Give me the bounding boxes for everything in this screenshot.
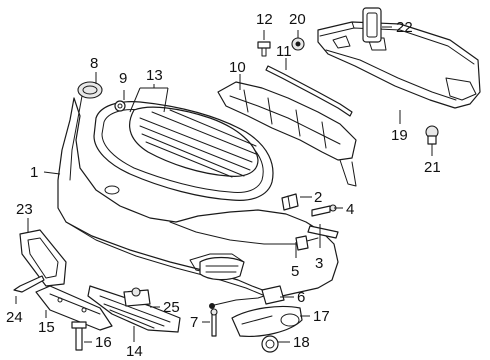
emblem-8 [77, 81, 103, 99]
harness-6 [209, 285, 285, 309]
callout-19: 19 [391, 127, 408, 144]
callout-8: 8 [90, 55, 98, 72]
leader-lines [15, 26, 433, 343]
grommet-18 [261, 335, 279, 353]
bolt-12 [257, 41, 271, 57]
bolt-16 [71, 321, 87, 351]
callout-12: 12 [256, 11, 273, 28]
seal-strip-11 [265, 65, 353, 117]
callout-7: 7 [190, 314, 198, 331]
fog-lamp-bezel-17 [231, 305, 303, 337]
clip-25 [123, 287, 151, 307]
upper-grille-13 [93, 101, 274, 201]
callout-16: 16 [95, 334, 112, 351]
bolt-21 [425, 125, 439, 145]
bolt-7 [210, 308, 218, 337]
callout-11: 11 [276, 43, 292, 60]
strip-3 [307, 225, 339, 239]
license-bracket-23 [19, 229, 67, 287]
callout-25: 25 [163, 299, 180, 316]
callout-3: 3 [315, 255, 323, 272]
energy-absorber-10 [217, 81, 357, 187]
bracket-22 [362, 7, 382, 43]
clip-4 [311, 204, 337, 217]
fastener-2 [281, 193, 299, 211]
callout-6: 6 [297, 289, 305, 306]
callout-23: 23 [16, 201, 33, 218]
clip-5 [295, 235, 309, 251]
lower-molding-15 [35, 285, 113, 331]
callout-17: 17 [313, 308, 330, 325]
callout-1: 1 [30, 164, 38, 181]
callout-9: 9 [119, 70, 127, 87]
callout-21: 21 [424, 159, 441, 176]
bumper-reinforcement-beam [317, 21, 481, 109]
callout-14: 14 [126, 343, 143, 360]
callout-15: 15 [38, 319, 55, 336]
callout-10: 10 [229, 59, 246, 76]
callout-22: 22 [396, 19, 413, 36]
callout-13: 13 [146, 67, 163, 84]
callout-numbers: 1 2 3 4 5 6 7 8 9 10 11 12 13 14 15 16 1… [6, 11, 441, 360]
emblem-clip-9 [114, 100, 126, 112]
callout-5: 5 [291, 263, 299, 280]
callout-18: 18 [293, 334, 310, 351]
bumper-cover-1 [57, 95, 339, 299]
lower-grille-14 [87, 285, 181, 333]
callout-2: 2 [314, 189, 322, 206]
callout-4: 4 [346, 201, 354, 218]
bolt-24 [13, 275, 45, 293]
callout-20: 20 [289, 11, 306, 28]
callout-24: 24 [6, 309, 23, 326]
nut-20 [291, 37, 305, 51]
